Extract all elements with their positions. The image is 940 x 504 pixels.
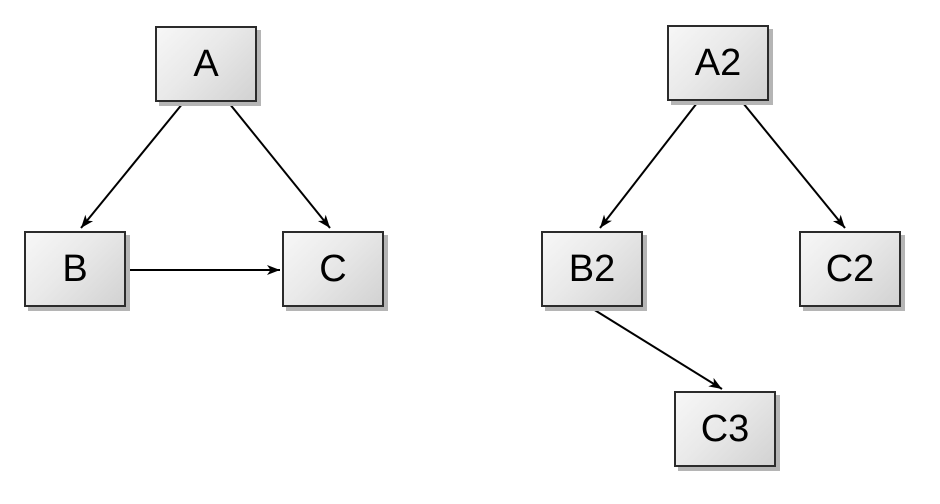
edge-A2-C2[interactable]	[742, 102, 846, 229]
edge-A-C[interactable]	[228, 102, 331, 229]
node-C3-label: C3	[700, 408, 750, 450]
node-C3[interactable]: C3	[674, 391, 776, 467]
node-C2[interactable]: C2	[799, 231, 901, 307]
node-A-label: A	[193, 43, 219, 85]
node-C[interactable]: C	[282, 231, 384, 307]
node-B[interactable]: B	[24, 231, 126, 307]
node-B2-label: B2	[568, 248, 616, 290]
edge-A2-B2[interactable]	[599, 102, 698, 229]
node-C2-label: C2	[825, 248, 875, 290]
edge-A-B[interactable]	[80, 102, 184, 229]
edge-B2-C3[interactable]	[592, 308, 723, 390]
node-B-label: B	[62, 248, 88, 290]
node-A2-label: A2	[694, 42, 742, 84]
node-A[interactable]: A	[155, 26, 257, 102]
node-C-label: C	[319, 248, 347, 290]
node-B2[interactable]: B2	[541, 231, 643, 307]
node-A2[interactable]: A2	[667, 25, 769, 101]
